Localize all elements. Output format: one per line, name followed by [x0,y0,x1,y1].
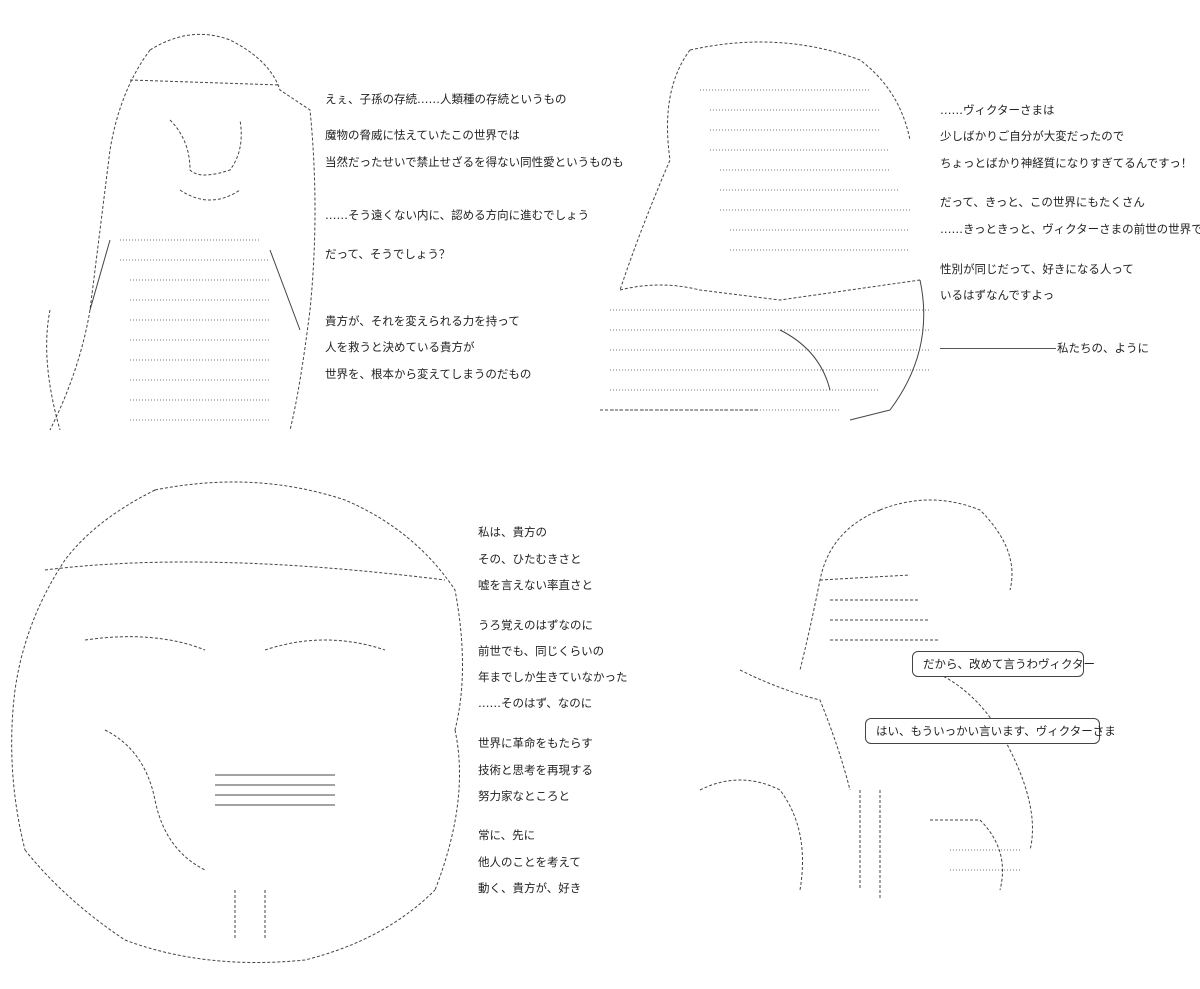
dialog-line: 当然だったせいで禁止せざるを得ない同性愛というものも [325,155,624,169]
ascii-art-figure-1 [30,10,320,440]
dialog-line: ……そのはず、なのに [478,696,593,710]
panel-bottom-right: だから、改めて言うわヴィクター はい、もういっかい言います、ヴィクターさま [600,470,1200,989]
dialog-line: えぇ、子孫の存続……人類種の存続というもの [325,92,567,106]
dialog-line: 私は、貴方の [478,525,547,539]
dialog-line: その、ひたむきさと [478,552,582,566]
dialog-text-2: ……ヴィクターさまは 少しばかりご自分が大変だったので ちょっとばかり神経質にな… [940,0,1200,460]
dialog-line: ……そう遠くない内に、認める方向に進むでしょう [325,208,590,222]
dialog-line: 嘘を言えない率直さと [478,578,593,592]
dialog-line: 前世でも、同じくらいの [478,644,605,658]
dialog-line: 努力家なところと [478,789,570,803]
dialog-line: 私たちの、ように [940,341,1149,355]
dialog-line: ちょっとばかり神経質になりすぎてるんですっ！ [940,156,1193,170]
speech-bubble-text: だから、改めて言うわヴィクター [923,657,1096,671]
dialog-line: 他人のことを考えて [478,855,581,869]
dialog-text-3: 私は、貴方の その、ひたむきさと 嘘を言えない率直さと うろ覚えのはずなのに 前… [478,470,628,989]
dialog-line: ……きっときっと、ヴィクターさまの前世の世界でも [940,222,1200,236]
dialog-line: うろ覚えのはずなのに [478,618,593,632]
dialog-line: 世界を、根本から変えてしまうのだもの [325,367,532,381]
dash-line [940,348,1056,349]
dialog-line: 年までしか生きていなかった [478,670,628,684]
dialog-text-1: えぇ、子孫の存続……人類種の存続というもの 魔物の脅威に怯えていたこの世界では … [325,0,624,460]
dialog-line: 貴方が、それを変えられる力を持って [325,314,520,328]
dialog-line: 少しばかりご自分が大変だったので [940,129,1125,143]
speech-bubble-2: はい、もういっかい言います、ヴィクターさま [865,718,1116,744]
panel-bottom-left: 私は、貴方の その、ひたむきさと 嘘を言えない率直さと うろ覚えのはずなのに 前… [0,470,628,989]
dialog-line: いるはずなんですよっ [940,288,1055,302]
ascii-art-figure-2 [600,30,935,430]
ascii-art-figure-3 [5,470,470,970]
dialog-line: だって、きっと、この世界にもたくさん [940,195,1145,209]
dialog-line: 常に、先に [478,828,536,842]
dialog-line: 魔物の脅威に怯えていたこの世界では [325,128,520,142]
panel-top-right: ……ヴィクターさまは 少しばかりご自分が大変だったので ちょっとばかり神経質にな… [600,0,1200,460]
dialog-line: 性別が同じだって、好きになる人って [940,262,1134,276]
dialog-line: だって、そうでしょう？ [325,247,451,261]
dialog-line: 世界に革命をもたらす [478,736,593,750]
dialog-line: 動く、貴方が、好き [478,881,582,895]
speech-bubble-text: はい、もういっかい言います、ヴィクターさま [876,724,1116,738]
dialog-line-text: 私たちの、ように [1057,341,1149,355]
ascii-art-figure-4 [680,490,1060,910]
dialog-line: 人を救うと決めている貴方が [325,340,475,354]
panel-top-left: えぇ、子孫の存続……人類種の存続というもの 魔物の脅威に怯えていたこの世界では … [0,0,624,460]
speech-bubble-1: だから、改めて言うわヴィクター [912,651,1095,677]
dialog-line: ……ヴィクターさまは [940,103,1055,117]
dialog-line: 技術と思考を再現する [478,763,593,777]
